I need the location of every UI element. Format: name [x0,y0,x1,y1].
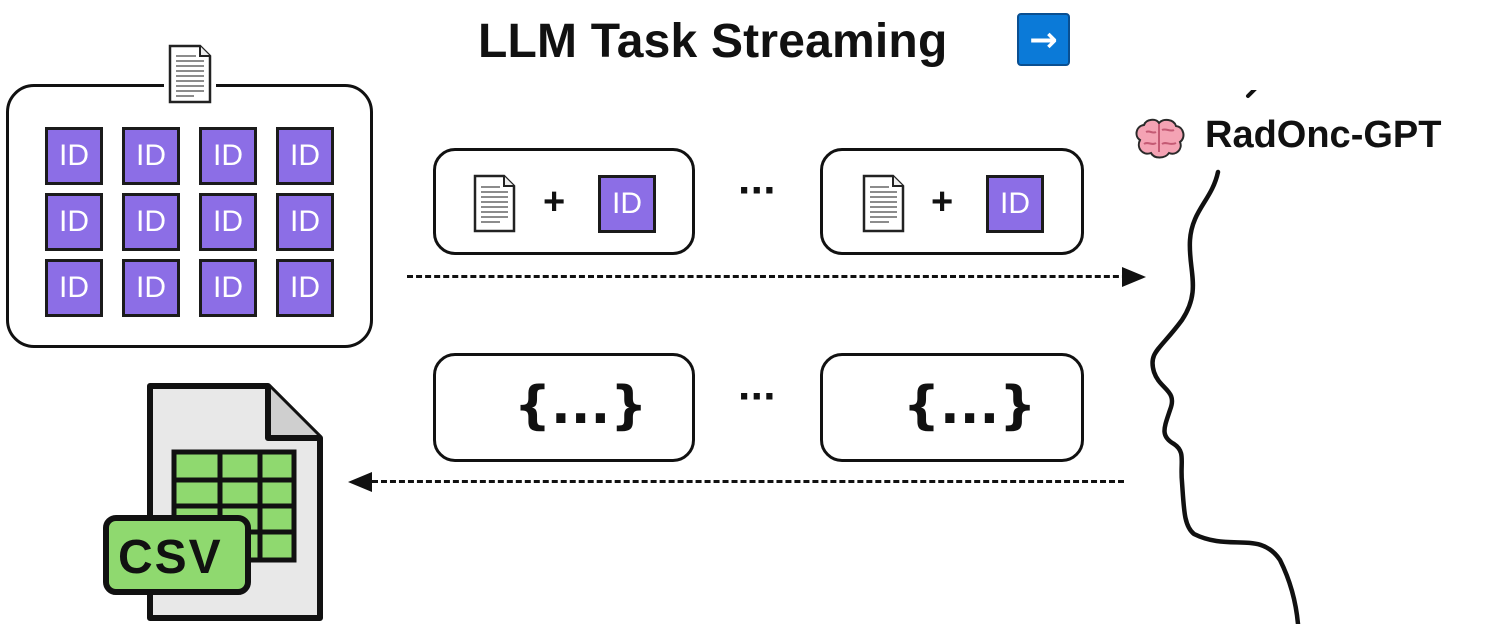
document-icon [862,174,905,233]
response-stream-line [372,480,1124,483]
id-tile: ID [122,127,180,185]
document-icon [473,174,516,233]
ellipsis: ··· [738,372,778,421]
csv-file-icon [103,383,323,621]
brain-icon [1135,118,1185,159]
plus-sign: + [931,181,954,223]
json-placeholder: {...} [514,376,648,436]
id-tile: ID [199,259,257,317]
json-placeholder: {...} [903,376,1037,436]
id-tile: ID [986,175,1044,233]
id-tile: ID [276,259,334,317]
id-tile: ID [199,127,257,185]
head-silhouette [1150,90,1301,624]
id-batch-box: ID ID ID ID ID ID ID ID ID ID ID ID [6,84,373,348]
id-tile: ID [122,193,180,251]
id-tile: ID [276,127,334,185]
id-tile: ID [598,175,656,233]
response-item: {...} [820,353,1084,462]
id-tile: ID [45,193,103,251]
id-tile: ID [199,193,257,251]
request-item: + ID [820,148,1084,255]
diagram-title: LLM Task Streaming [478,15,948,68]
plus-sign: + [543,181,566,223]
request-item: + ID [433,148,695,255]
right-arrow-icon: → [1017,13,1070,66]
request-stream-line [407,275,1137,278]
id-tile: ID [45,127,103,185]
id-tile: ID [276,193,334,251]
response-item: {...} [433,353,695,462]
id-tile: ID [45,259,103,317]
document-icon [164,42,216,106]
ellipsis: ··· [738,166,778,215]
model-name: RadOnc-GPT [1205,114,1442,156]
id-tile: ID [122,259,180,317]
arrowhead-left-icon [348,472,372,492]
csv-label: CSV [118,531,223,584]
arrowhead-right-icon [1122,267,1146,287]
